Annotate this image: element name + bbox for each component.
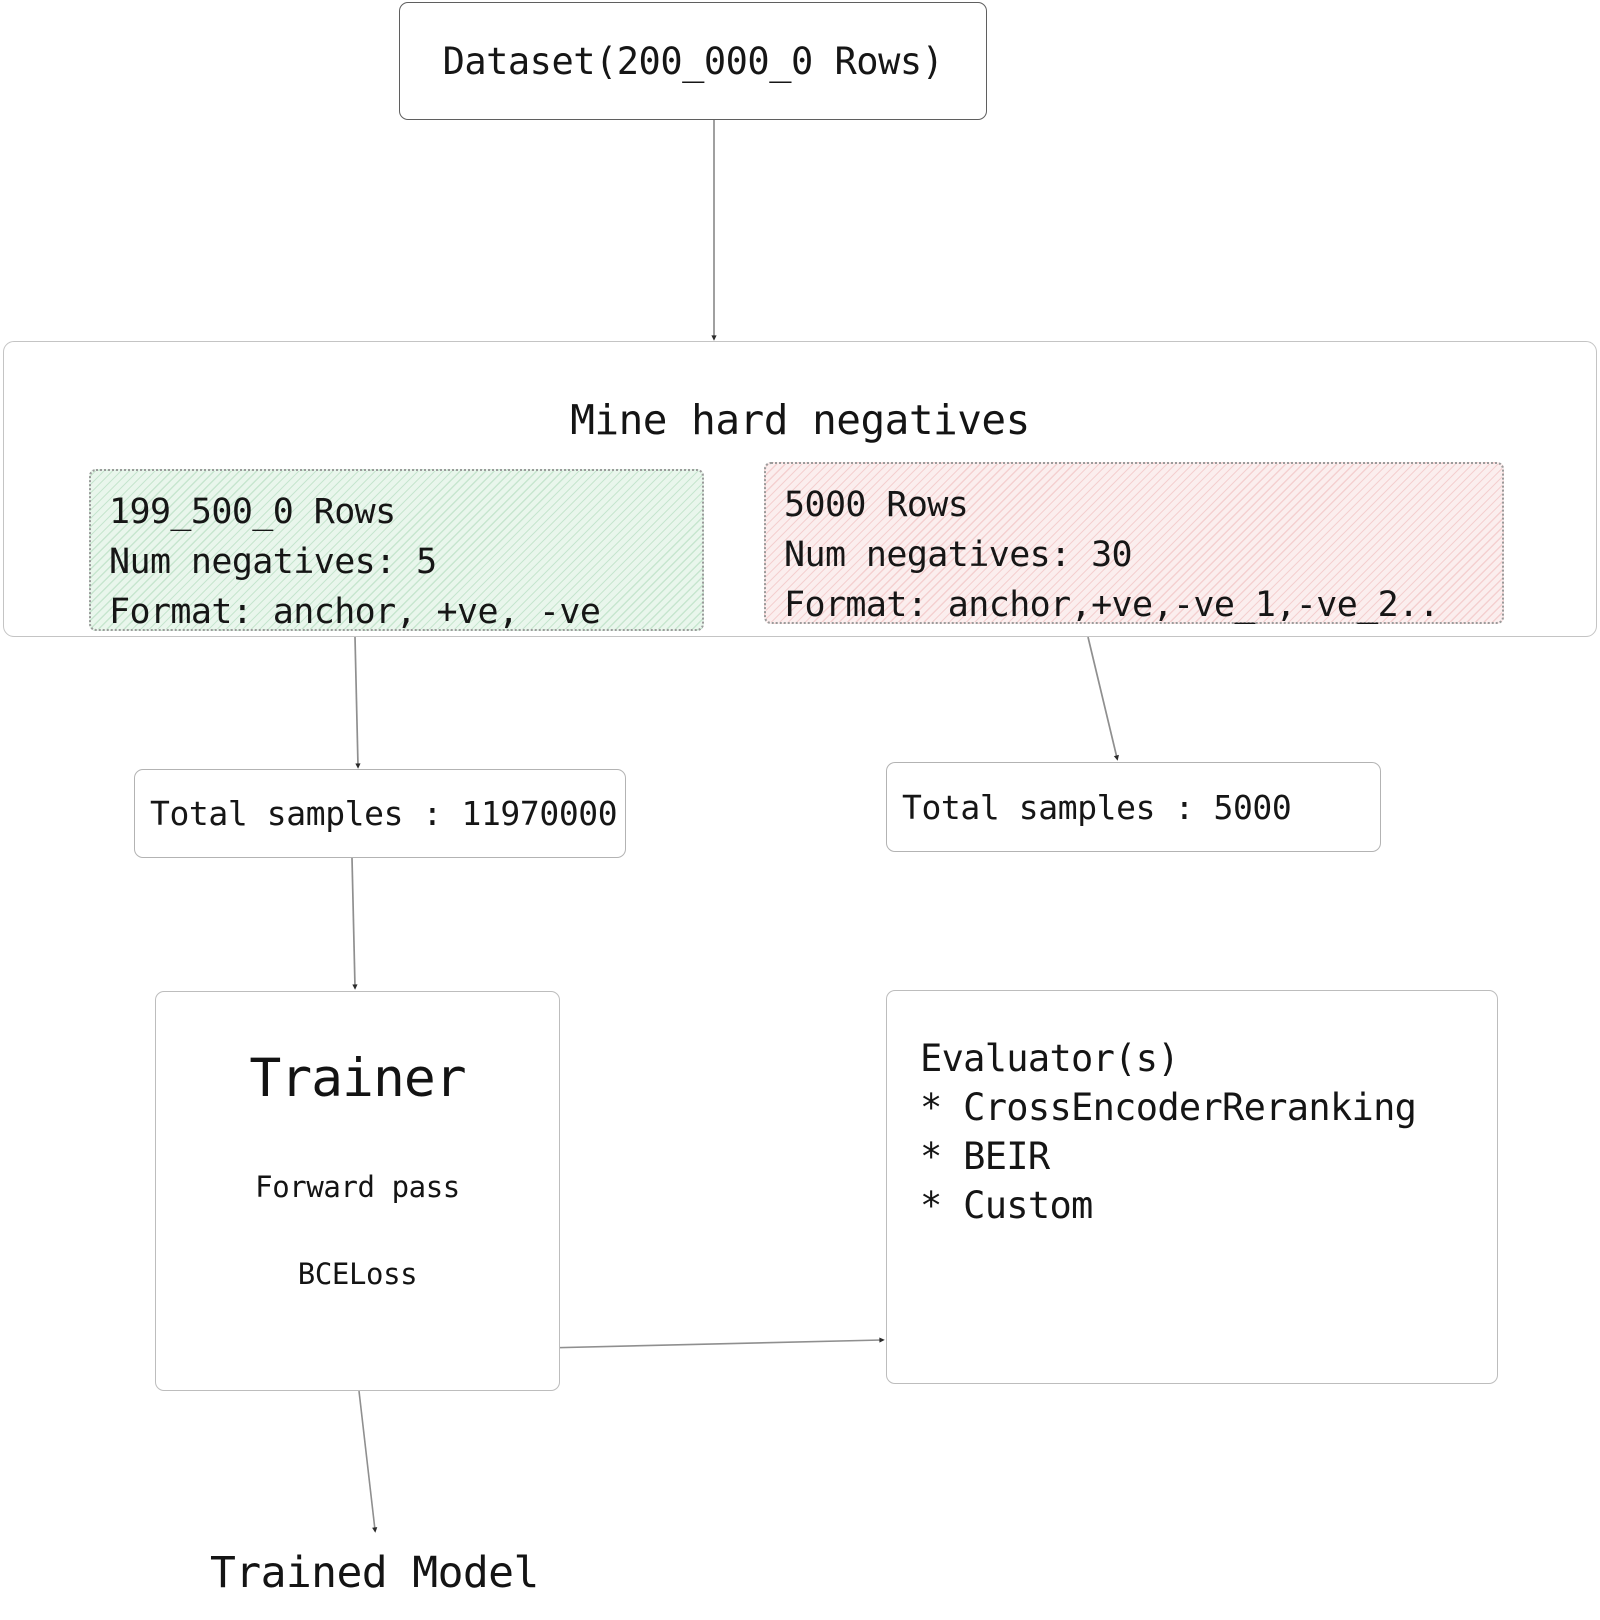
- green-num-negatives: Num negatives: 5: [109, 542, 437, 582]
- node-trainer[interactable]: Trainer Forward pass BCELoss: [155, 991, 560, 1391]
- pink-eval-box[interactable]: 5000 Rows Num negatives: 30 Format: anch…: [764, 462, 1504, 625]
- evaluator-item-beir: * BEIR: [920, 1135, 1050, 1178]
- dataset-label: Dataset(200_000_0 Rows): [442, 39, 944, 83]
- total-samples-train-label: Total samples : 11970000: [150, 794, 618, 833]
- total-samples-eval-label: Total samples : 5000: [902, 787, 1292, 827]
- node-mine-hard-negatives[interactable]: Mine hard negatives 199_500_0 Rows Num n…: [3, 341, 1597, 637]
- node-total-samples-eval[interactable]: Total samples : 5000: [886, 762, 1381, 852]
- node-evaluators[interactable]: Evaluator(s) * CrossEncoderReranking * B…: [886, 990, 1498, 1384]
- mine-hard-negatives-title: Mine hard negatives: [570, 396, 1030, 444]
- evaluator-title: Evaluator(s): [920, 1037, 1180, 1080]
- pink-rows: 5000 Rows: [784, 485, 969, 525]
- green-dataset-box[interactable]: 199_500_0 Rows Num negatives: 5 Format: …: [89, 469, 704, 632]
- evaluator-item-cross-encoder-reranking: * CrossEncoderReranking: [920, 1086, 1417, 1129]
- green-format: Format: anchor, +ve, -ve: [109, 592, 601, 632]
- node-dataset[interactable]: Dataset(200_000_0 Rows): [399, 2, 987, 120]
- edge-pink-to-total-right: [1087, 636, 1119, 761]
- edge-green-to-total-left: [354, 636, 361, 769]
- edge-trainer-to-trained-model: [358, 1390, 378, 1533]
- node-trained-model: Trained Model: [210, 1548, 539, 1598]
- evaluator-item-custom: * Custom: [920, 1184, 1093, 1227]
- trainer-title: Trainer: [249, 1048, 466, 1109]
- edge-total-left-to-trainer: [351, 857, 358, 990]
- trainer-forward-pass-label: Forward pass: [255, 1170, 460, 1204]
- trainer-loss-label: BCELoss: [297, 1257, 418, 1291]
- node-total-samples-train[interactable]: Total samples : 11970000: [134, 769, 626, 858]
- pink-num-negatives: Num negatives: 30: [784, 535, 1133, 575]
- pink-format: Format: anchor,+ve,-ve_1,-ve_2..: [784, 585, 1440, 625]
- green-rows: 199_500_0 Rows: [109, 492, 396, 532]
